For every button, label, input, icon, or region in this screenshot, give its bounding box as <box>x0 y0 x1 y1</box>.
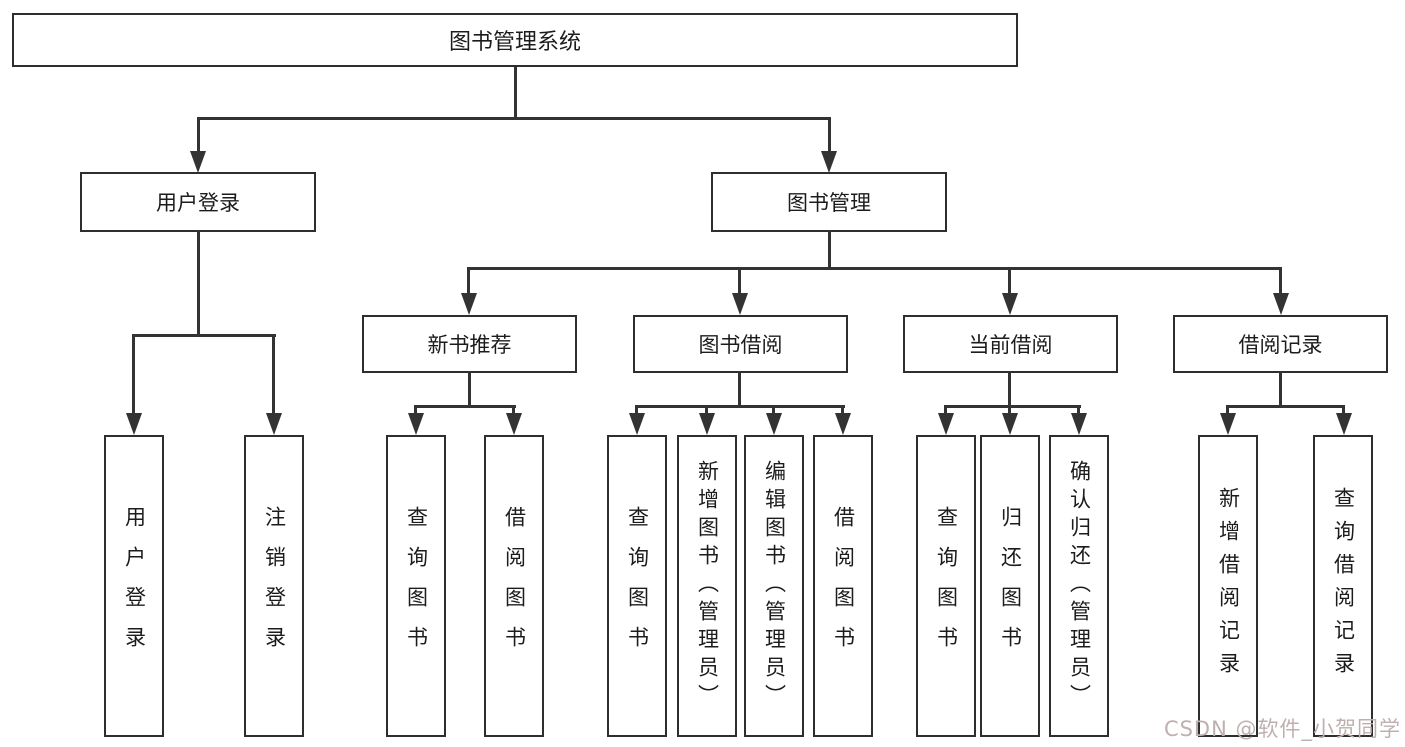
node-new-book-recommend: 新书推荐 <box>362 315 577 373</box>
leaf-label: 用户登录 <box>122 506 147 666</box>
connector-login-hline <box>132 334 276 337</box>
connector-root-hline <box>197 117 831 120</box>
leaf-label: 借阅图书 <box>502 506 527 666</box>
connector-stem <box>467 267 470 295</box>
connector-stem <box>1008 267 1011 295</box>
arrowhead-down <box>732 293 748 315</box>
leaf-label: 编辑图书（管理员） <box>762 460 787 712</box>
connector-root-vline <box>514 67 517 120</box>
connector-stem <box>944 405 947 415</box>
arrowhead-down <box>1002 293 1018 315</box>
connector-group-hline <box>635 405 845 408</box>
connector-stem <box>1342 405 1345 415</box>
connector-stem <box>132 334 135 415</box>
connector-stem <box>828 117 831 153</box>
connector-stem <box>635 405 638 415</box>
connector-group-vline <box>1008 371 1011 408</box>
leaf-label: 查询图书 <box>404 506 429 666</box>
arrowhead-down <box>1002 413 1018 435</box>
connector-group-vline <box>1279 371 1282 408</box>
leaf-logout-login: 注销登录 <box>244 435 304 737</box>
leaf-label: 确认归还（管理员） <box>1067 460 1092 712</box>
leaf-query-book-borrow: 查询图书 <box>607 435 667 737</box>
arrowhead-down <box>190 151 206 173</box>
connector-group-hline <box>414 405 516 408</box>
arrowhead-down <box>126 413 142 435</box>
connector-stem <box>738 267 741 295</box>
node-book-management: 图书管理 <box>711 172 947 232</box>
arrowhead-down <box>835 413 851 435</box>
arrowhead-down <box>461 293 477 315</box>
connector-group-hline <box>1226 405 1345 408</box>
connector-group-hline <box>944 405 1081 408</box>
leaf-query-book-current: 查询图书 <box>916 435 976 737</box>
leaf-edit-book-admin: 编辑图书（管理员） <box>744 435 804 737</box>
leaf-label: 查询图书 <box>934 506 959 666</box>
connector-stem <box>1008 405 1011 415</box>
leaf-label: 归还图书 <box>998 506 1023 666</box>
arrowhead-down <box>1071 413 1087 435</box>
connector-stem <box>197 117 200 153</box>
leaf-label: 新增图书（管理员） <box>695 460 720 712</box>
leaf-label: 注销登录 <box>262 506 287 666</box>
connector-stem <box>841 405 844 415</box>
connector-stem <box>1077 405 1080 415</box>
csdn-watermark: CSDN @软件_小贺同学 <box>1163 717 1401 741</box>
connector-stem <box>414 405 417 415</box>
leaf-return-book: 归还图书 <box>980 435 1040 737</box>
node-user-login: 用户登录 <box>80 172 316 232</box>
leaf-label: 新增借阅记录 <box>1216 487 1241 685</box>
arrowhead-down <box>1273 293 1289 315</box>
leaf-query-borrow-record: 查询借阅记录 <box>1313 435 1373 737</box>
arrowhead-down <box>266 413 282 435</box>
connector-group-vline <box>468 371 471 408</box>
arrowhead-down <box>699 413 715 435</box>
leaf-label: 查询借阅记录 <box>1331 487 1356 685</box>
connector-stem <box>1279 267 1282 295</box>
arrowhead-down <box>821 151 837 173</box>
arrowhead-down <box>938 413 954 435</box>
leaf-query-book-newbook: 查询图书 <box>386 435 446 737</box>
connector-mgmt-vline <box>828 230 831 270</box>
connector-login-vline <box>197 230 200 337</box>
connector-stem <box>272 334 275 415</box>
arrowhead-down <box>1336 413 1352 435</box>
node-root-library-system: 图书管理系统 <box>12 13 1018 67</box>
node-borrow-records: 借阅记录 <box>1173 315 1388 373</box>
leaf-borrow-book-newbook: 借阅图书 <box>484 435 544 737</box>
connector-stem <box>705 405 708 415</box>
connector-stem <box>1226 405 1229 415</box>
arrowhead-down <box>766 413 782 435</box>
connector-stem <box>512 405 515 415</box>
leaf-label: 借阅图书 <box>831 506 856 666</box>
connector-mgmt-hline <box>467 267 1282 270</box>
node-book-borrow: 图书借阅 <box>633 315 848 373</box>
arrowhead-down <box>506 413 522 435</box>
leaf-label: 查询图书 <box>625 506 650 666</box>
arrowhead-down <box>1220 413 1236 435</box>
leaf-confirm-return-admin: 确认归还（管理员） <box>1049 435 1109 737</box>
leaf-user-login: 用户登录 <box>104 435 164 737</box>
arrowhead-down <box>629 413 645 435</box>
leaf-add-book-admin: 新增图书（管理员） <box>677 435 737 737</box>
leaf-add-borrow-record: 新增借阅记录 <box>1198 435 1258 737</box>
node-current-borrow: 当前借阅 <box>903 315 1118 373</box>
leaf-borrow-book: 借阅图书 <box>813 435 873 737</box>
connector-group-vline <box>738 371 741 408</box>
arrowhead-down <box>408 413 424 435</box>
connector-stem <box>772 405 775 415</box>
